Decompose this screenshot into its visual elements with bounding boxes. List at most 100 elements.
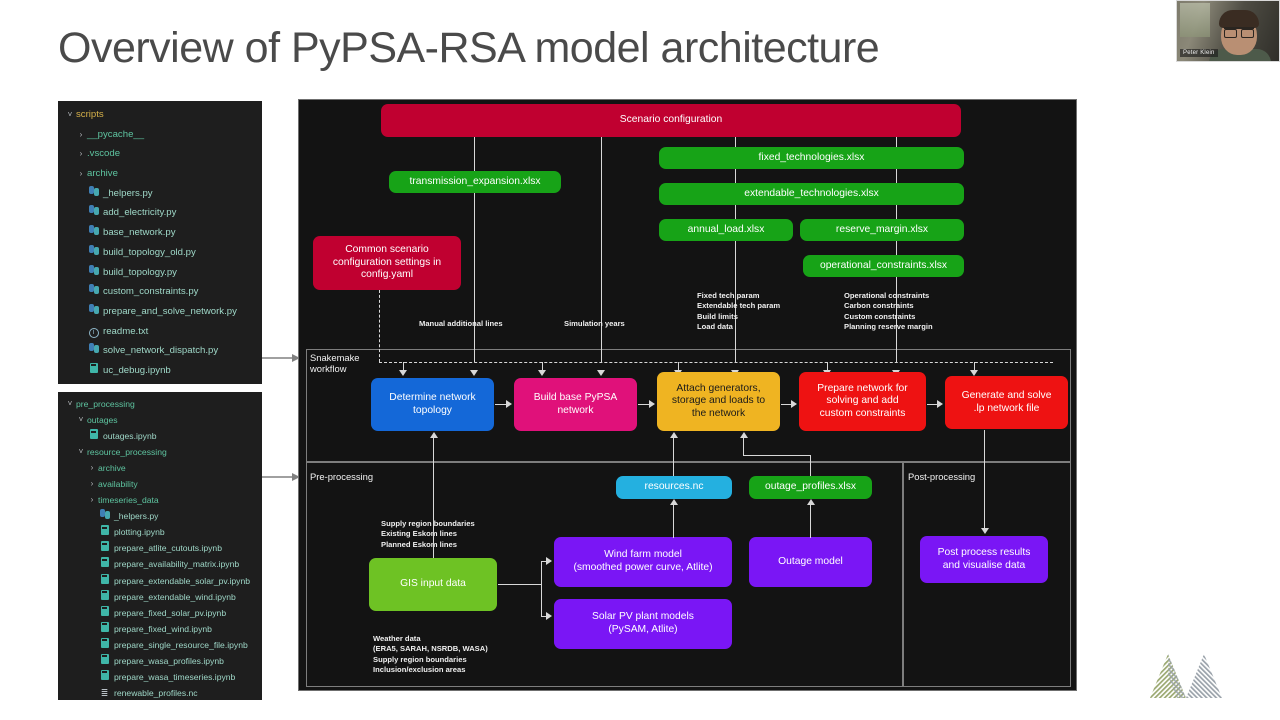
notebook-file-icon <box>100 653 109 664</box>
node-solar-pv-models[interactable]: Solar PV plant models (PySAM, Atlite) <box>554 599 732 649</box>
node-wind-farm-model[interactable]: Wind farm model (smoothed power curve, A… <box>554 537 732 587</box>
notebook-file-icon <box>100 637 109 648</box>
node-operational-constraints[interactable]: operational_constraints.xlsx <box>803 255 964 277</box>
file-tree-item[interactable]: custom_constraints.py <box>58 282 262 302</box>
node-outage-profiles[interactable]: outage_profiles.xlsx <box>749 476 872 499</box>
file-tree-item[interactable]: ≣renewable_profiles.nc <box>58 685 262 701</box>
file-tree-item[interactable]: › .vscode <box>58 144 262 164</box>
file-tree-item-label: prepare_single_resource_file.ipynb <box>114 639 248 650</box>
notebook-file-icon <box>100 525 109 536</box>
notebook-file-icon <box>100 589 109 600</box>
file-tree-scripts[interactable]: ˅scripts›__pycache__›.vscode›archive_hel… <box>58 101 262 384</box>
file-tree-item-label: readme.txt <box>103 325 149 337</box>
chevron-right-icon[interactable]: › <box>90 463 94 473</box>
file-tree-item[interactable]: › archive <box>58 460 262 476</box>
node-common-scenario-configuration[interactable]: Common scenario configuration settings i… <box>313 236 461 290</box>
file-tree-item-label: .vscode <box>87 148 121 160</box>
file-tree-item[interactable]: ›__pycache__ <box>58 125 262 145</box>
stub-3 <box>677 362 679 372</box>
file-tree-item[interactable]: solve_network_dispatch.py <box>58 341 262 361</box>
file-tree-item[interactable]: _helpers.py <box>58 508 262 524</box>
file-tree-item[interactable]: prepare_availability_matrix.ipynb <box>58 556 262 572</box>
node-resources-nc[interactable]: resources.nc <box>616 476 732 499</box>
node-generate-and-solve[interactable]: Generate and solve .lp network file <box>945 376 1068 429</box>
node-build-base-pypsa-network[interactable]: Build base PyPSA network <box>514 378 637 431</box>
file-tree-item[interactable]: _helpers.py <box>58 184 262 204</box>
file-tree-item-label: archive <box>98 463 126 474</box>
gis-branch-wind <box>541 561 549 563</box>
file-tree-item[interactable]: prepare_fixed_wind.ipynb <box>58 621 262 637</box>
chevron-right-icon[interactable]: › <box>90 495 94 505</box>
gis-arrow-wind <box>546 557 552 565</box>
info-file-icon: i <box>88 327 99 338</box>
line-profiles-up <box>810 455 812 476</box>
python-file-icon <box>99 509 110 520</box>
page-title: Overview of PyPSA-RSA model architecture <box>58 24 880 72</box>
chevron-right-icon[interactable]: › <box>79 129 83 139</box>
chevron-down-icon[interactable]: ˅ <box>67 110 73 119</box>
file-tree-item[interactable]: prepare_extendable_solar_pv.ipynb <box>58 573 262 589</box>
python-file-icon <box>88 244 99 255</box>
node-attach-generators[interactable]: Attach generators, storage and loads to … <box>657 372 780 431</box>
file-tree-item[interactable]: base_network.py <box>58 223 262 243</box>
chevron-right-icon[interactable]: › <box>79 149 83 159</box>
node-prepare-network[interactable]: Prepare network for solving and add cust… <box>799 372 926 431</box>
file-tree-item[interactable]: ›archive <box>58 164 262 184</box>
node-fixed-technologies[interactable]: fixed_technologies.xlsx <box>659 147 964 169</box>
file-tree-item[interactable]: prepare_wasa_profiles.ipynb <box>58 653 262 669</box>
node-gis-input-data[interactable]: GIS input data <box>369 558 497 611</box>
python-file-icon <box>88 284 99 295</box>
file-tree-item[interactable]: build_topology_old.py <box>58 243 262 263</box>
file-tree-item[interactable]: prepare_single_resource_file.ipynb <box>58 637 262 653</box>
file-tree-item-label: prepare_extendable_solar_pv.ipynb <box>114 575 251 586</box>
chevron-down-icon[interactable]: ˅ <box>78 447 84 457</box>
chevron-down-icon[interactable]: ˅ <box>78 415 84 425</box>
file-tree-item[interactable]: › timeseries_data <box>58 492 262 508</box>
gis-branch-solar <box>541 616 549 618</box>
file-tree-item-label: timeseries_data <box>98 495 159 506</box>
file-tree-item-label: prepare_availability_matrix.ipynb <box>114 559 240 570</box>
file-tree-item[interactable]: prepare_wasa_timeseries.ipynb <box>58 669 262 685</box>
file-tree-item[interactable]: prepare_and_solve_network.py <box>58 302 262 322</box>
file-tree-item[interactable]: ˅resource_processing <box>58 444 262 460</box>
node-annual-load[interactable]: annual_load.xlsx <box>659 219 793 241</box>
node-scenario-configuration[interactable]: Scenario configuration <box>381 104 961 137</box>
node-post-process-results[interactable]: Post process results and visualise data <box>920 536 1048 583</box>
chevron-down-icon[interactable]: ˅ <box>67 399 73 408</box>
file-tree-item[interactable]: prepare_fixed_solar_pv.ipynb <box>58 605 262 621</box>
file-tree-item[interactable]: ˅pre_processing <box>58 396 262 412</box>
flow-arrow-3 <box>791 400 797 408</box>
notebook-file-icon <box>89 429 98 440</box>
node-extendable-technologies[interactable]: extendable_technologies.xlsx <box>659 183 964 205</box>
file-tree-item[interactable]: i readme.txt <box>58 322 262 342</box>
file-tree-item[interactable]: prepare_extendable_wind.ipynb <box>58 589 262 605</box>
node-determine-network-topology[interactable]: Determine network topology <box>371 378 494 431</box>
file-tree-item-label: base_network.py <box>103 227 176 239</box>
file-tree-item[interactable]: plotting.ipynb <box>58 524 262 540</box>
arrow-to-generate-solve <box>970 370 978 376</box>
annotation-gis-inputs-bottom: Weather data (ERA5, SARAH, NSRDB, WASA) … <box>373 634 488 674</box>
file-tree-item[interactable]: prepare_atlite_cutouts.ipynb <box>58 540 262 556</box>
node-reserve-margin[interactable]: reserve_margin.xlsx <box>800 219 964 241</box>
file-tree-item-label: prepare_fixed_solar_pv.ipynb <box>114 607 227 618</box>
file-tree-item-label: build_topology.py <box>103 266 177 278</box>
file-tree-item[interactable]: ˅scripts <box>58 105 262 125</box>
webcam-thumbnail[interactable]: Peter Klein <box>1176 0 1280 62</box>
line-profiles-left <box>743 455 811 457</box>
file-tree-item[interactable]: uc_debug.ipynb <box>58 361 262 381</box>
flow-arrow-1 <box>506 400 512 408</box>
node-outage-model[interactable]: Outage model <box>749 537 872 587</box>
chevron-right-icon[interactable]: › <box>79 169 83 179</box>
file-tree-item[interactable]: add_electricity.py <box>58 203 262 223</box>
notebook-file-icon <box>100 669 109 680</box>
file-tree-item[interactable]: build_topology.py <box>58 263 262 283</box>
file-tree-item[interactable]: ˅outages <box>58 412 262 428</box>
notebook-file-icon <box>100 621 109 632</box>
file-tree-item[interactable]: ›availability <box>58 476 262 492</box>
file-tree-item[interactable]: outages.ipynb <box>58 428 262 444</box>
swimlane-label-pre-processing: Pre-processing <box>310 471 374 482</box>
flow-line-3 <box>781 404 792 406</box>
node-transmission-expansion[interactable]: transmission_expansion.xlsx <box>389 171 561 193</box>
chevron-right-icon[interactable]: › <box>90 479 94 489</box>
